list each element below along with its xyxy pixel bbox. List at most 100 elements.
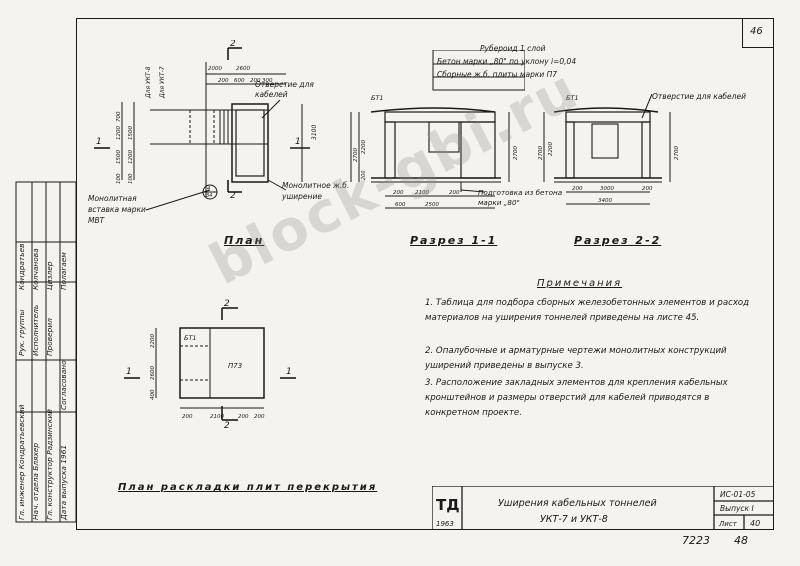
page-number-box [742,18,774,48]
s2-opening-label: Отверстие для кабелей [652,92,746,101]
stamp-title-line2: УКТ-7 и УКТ-8 [540,514,608,525]
page-number: 46 [750,26,763,37]
side-row-1: Гл. инженер Кондратьевский [17,404,26,520]
s1-dim-bottom-1: 200 [393,190,404,196]
layout-dim-bottom-2: 2100 [210,414,224,420]
s1-dim-bottom-5: 2500 [425,202,439,208]
s1-dim-left-2: 2200 [361,140,367,154]
layout-dim-bottom-3: 200 [238,414,249,420]
note-3: 3. Расположение закладных элементов для … [425,378,728,418]
s1-dim-bottom-3: 200 [449,190,460,196]
stamp-issue: Выпуск I [720,504,754,513]
plan-detail-number: 4 [207,186,210,192]
layout-plan-title: План раскладки плит перекрытия [118,482,378,493]
s1-dim-bottom-2: 2100 [415,190,429,196]
s1-dim-left-1: 2700 [353,148,359,162]
plan-drawing: 2 2 1 1 2000 2600 200 600 200 300 3100 1… [94,40,318,211]
plan-title: План [224,234,265,247]
side-title-block [15,181,77,523]
plan-dim-top-4: 600 [234,78,245,84]
layout-mark-2-top: 2 [224,299,230,309]
section-1-1-drawing: 200 2100 200 600 2500 2700 2200 200 2700… [350,50,525,209]
title-stamp: ТД 1963 Уширения кабельных тоннелей УКТ-… [432,486,774,530]
side-row-5: Исполнитель [31,304,40,356]
plan-label-ukt8: Для УКТ-8 [145,66,152,99]
s2-dim-bottom-3: 200 [642,186,653,192]
plan-mark-2-bottom: 2 [230,191,236,201]
s1-dim-bottom-4: 600 [395,202,406,208]
s1-dim-right: 2700 [513,146,519,160]
layout-plan-drawing: 2 2 1 1 БТ1 П73 200 2100 200 200 2200 26… [124,299,296,431]
plan-dim-top-5: 200 [250,78,261,84]
s2-dim-bottom-1: 200 [572,186,583,192]
stamp-logo: ТД [436,496,460,514]
side-row-4: Рук. группы [17,309,26,356]
side-row-6: Проверил [45,318,54,356]
layout-block-bt1: БТ1 [184,334,197,342]
plan-mark-1-right: 1 [295,137,301,147]
layout-mark-2-bottom: 2 [224,421,230,431]
layout-dim-left-3: 400 [150,389,156,400]
plan-dim-top-6: 300 [262,78,273,84]
layout-block-p73: П73 [228,362,242,370]
plan-dim-top-3: 200 [218,78,229,84]
plan-dim-left-7: 100 [128,173,134,184]
side-row-7: Дата выпуска 1961 [59,444,68,520]
plan-opening-label: Отверстие для кабелей [255,80,314,99]
section-2-2-title: Разрез 2-2 [574,234,662,247]
s1-block-label: БТ1 [371,94,384,102]
s2-dim-left-2: 2200 [548,142,554,156]
stamp-title-line1: Уширения кабельных тоннелей [498,498,657,509]
side-row-10: Цизлер [45,261,54,290]
side-row-3: Гл. конструктор Радзинский [45,409,54,520]
layout-dim-bottom-4: 200 [254,414,265,420]
plan-mark-2-top: 2 [230,40,236,49]
notes-title: Примечания [537,278,623,289]
s1-plates: Сборные ж.б. плиты марки П7 [437,70,558,79]
stamp-code: ИС-01-05 [720,490,756,499]
plan-monolithic-label: Монолитное ж.б. уширение [282,181,350,201]
side-row-8: Кондратьев [17,243,26,291]
stamp-sheet-label: Лист [718,520,738,528]
stamp-sheet-number: 40 [750,519,760,528]
plan-dim-left-6: 1500 [128,126,134,140]
plan-label-ukt7: Для УКТ-7 [159,66,166,99]
layout-mark-1-right: 1 [286,367,292,377]
bottom-number-2: 48 [734,534,748,547]
stamp-year: 1963 [436,520,454,528]
plan-dim-right: 3100 [311,125,318,140]
plan-dim-left-2: 700 [116,111,122,122]
note-2: 2. Опалубочные и арматурные чертежи моно… [425,346,727,371]
side-extra-2: Полагаем [59,252,68,290]
plan-dim-left-1: 100 [116,173,122,184]
s1-rubberoid: Рубероид 1 слой [480,44,546,53]
section-2-2-drawing: 200 3000 200 3400 2700 2200 2700 БТ1 [538,93,680,205]
plan-dim-left-3: 1500 [116,150,122,164]
plan-dim-left-5: 1200 [128,150,134,164]
plan-insert-label: Монолитная вставка марки МВТ [88,194,146,225]
section-1-1-title: Разрез 1-1 [410,234,498,247]
note-1: 1. Таблица для подбора сборных железобет… [425,298,750,323]
s2-dim-left-1: 2700 [538,146,544,160]
s2-dim-bottom-2: 3000 [600,186,614,192]
layout-dim-left-1: 2200 [150,334,156,348]
plan-detail-sheet: 34 [206,193,212,199]
side-extra-1: Согласовано [59,360,68,410]
s1-prep: Подготовка из бетона марки „80" [478,188,563,207]
layout-dim-bottom-1: 200 [182,414,193,420]
layout-mark-1-left: 1 [126,367,132,377]
side-row-2: Нач. отдела Бляхер [31,442,40,520]
s2-block-label: БТ1 [566,94,579,102]
plan-dim-top-2: 2600 [236,66,250,72]
s2-dim-right: 2700 [674,146,680,160]
s2-dim-bottom-4: 3400 [598,198,612,204]
layout-dim-left-2: 2600 [150,366,156,380]
plan-dim-left-4: 1200 [116,126,122,140]
side-row-9: Колчанова [31,248,40,290]
plan-mark-1-left: 1 [96,137,102,147]
plan-dim-top-1: 2000 [208,66,222,72]
s1-dim-left-3: 200 [361,170,367,180]
bottom-number-1: 7223 [682,534,710,547]
s1-concrete: Бетон марки „80" по уклону i=0,04 [437,57,577,66]
